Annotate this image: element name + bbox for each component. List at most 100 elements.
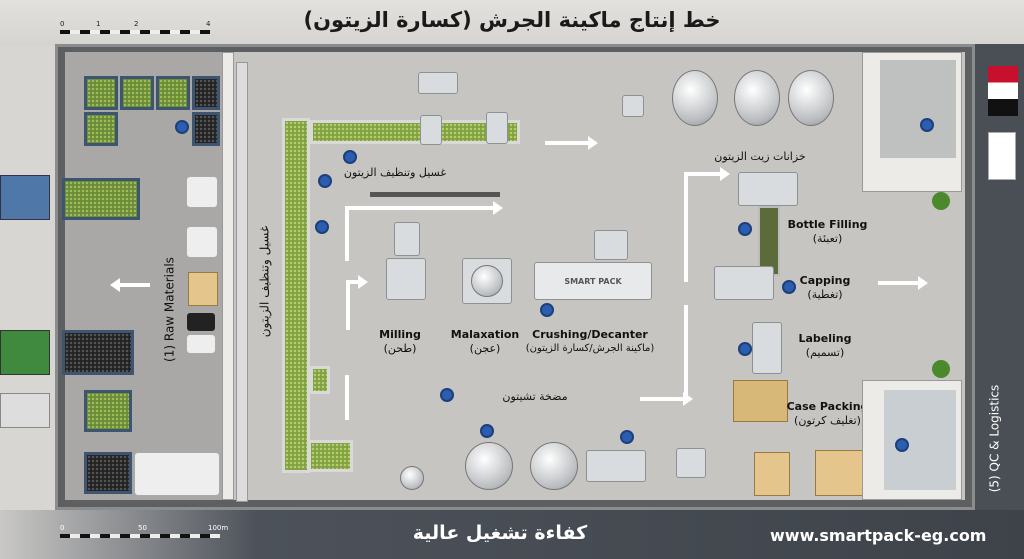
- flow-arrow: [346, 280, 350, 330]
- zone-label-milling-ar: (طحن): [383, 342, 417, 355]
- worker: [343, 150, 357, 164]
- olive-hopper: [310, 366, 330, 394]
- plant-icon: [932, 192, 950, 210]
- olive-bin: [192, 76, 220, 110]
- zone-label-case-packing: Case Packing: [786, 400, 869, 413]
- zone-label-crushing: Crushing/Decanter: [532, 328, 648, 341]
- scale-tick: 100m: [208, 524, 229, 532]
- flow-arrow: [345, 206, 349, 261]
- olive-bin: [84, 76, 118, 110]
- worker: [315, 220, 329, 234]
- road: [975, 44, 1024, 510]
- flow-arrow: [110, 278, 150, 292]
- website-link[interactable]: www.smartpack-eg.com: [770, 526, 987, 545]
- company-banner: [988, 132, 1016, 180]
- labeling-machine: [752, 322, 782, 374]
- drain-channel: [370, 192, 500, 197]
- milling-hopper: [394, 222, 420, 256]
- olive-bin: [62, 178, 140, 220]
- carton-pallet: [754, 452, 790, 496]
- scale-tick: 0: [60, 524, 65, 532]
- header-bar: [0, 0, 1024, 46]
- olive-sack: [186, 226, 218, 258]
- office-floor: [880, 60, 956, 158]
- top-scale-bar: 0 1 2 4: [60, 20, 211, 34]
- washer-unit: [420, 115, 442, 145]
- sack-pallet: [188, 272, 218, 306]
- zone-label-bottle-filling-ar: (تعبئة): [812, 232, 843, 245]
- flow-arrow: [345, 201, 503, 215]
- oil-tank: [734, 70, 780, 126]
- zone-label-milling: Milling: [379, 328, 421, 341]
- worker: [318, 174, 332, 188]
- partition-wall: [222, 52, 234, 500]
- bottom-scale-bar: 0 50 100m: [60, 524, 228, 538]
- olive-hopper: [308, 440, 353, 472]
- capping-machine: [714, 266, 774, 300]
- pump-unit: [622, 95, 644, 117]
- footer-slogan: كفاءة تشغيل عالية: [412, 522, 588, 544]
- worker: [540, 303, 554, 317]
- zone-label-malaxation-ar: (عجن): [469, 342, 501, 355]
- olive-bin: [84, 390, 132, 432]
- zone-label-case-packing-ar: (تغليف كرتون): [794, 414, 861, 427]
- washer-unit: [486, 112, 508, 144]
- zone-label-washing-top: غسيل وتنظيف الزيتون: [343, 166, 447, 179]
- page-title: خط إنتاج ماكينة الجرش (كسارة الزيتون): [303, 8, 721, 32]
- olive-bin: [120, 76, 154, 110]
- storage-tank: [530, 442, 578, 490]
- decanter-hopper: [594, 230, 628, 260]
- oil-tank: [672, 70, 718, 126]
- olive-sack: [186, 176, 218, 208]
- zone-label-labeling-ar: (تسميم): [805, 346, 845, 359]
- zone-label-capping-ar: (تغطية): [807, 288, 843, 301]
- olive-sack: [186, 334, 216, 354]
- filter-unit: [586, 450, 646, 482]
- zone-label-bottle-filling: Bottle Filling: [787, 218, 868, 231]
- scale-tick: 4: [206, 20, 211, 28]
- scale-tick: 50: [138, 524, 147, 532]
- malaxation-machine: [462, 258, 512, 304]
- decanter-machine: SMART PACK: [534, 262, 652, 300]
- flow-arrow: [684, 305, 688, 400]
- worker: [738, 342, 752, 356]
- oil-tank: [788, 70, 834, 126]
- flow-arrow: [545, 136, 598, 150]
- zone-label-qc: (5) QC & Logistics: [987, 384, 1002, 493]
- filling-machine: [738, 172, 798, 206]
- truck: [0, 393, 50, 428]
- case-packing-station: [733, 380, 788, 422]
- flow-arrow: [346, 275, 368, 289]
- olive-bin: [192, 112, 220, 146]
- milling-machine: [386, 258, 426, 300]
- olive-sack: [186, 312, 216, 332]
- control-cabinet: [418, 72, 458, 94]
- storage-tank: [465, 442, 513, 490]
- worker: [620, 430, 634, 444]
- small-tank: [400, 466, 424, 490]
- egypt-flag-icon: [988, 66, 1018, 116]
- zone-label-washing: غسيل وتنظيف الزيتون: [257, 225, 272, 338]
- worker: [440, 388, 454, 402]
- flow-arrow: [684, 172, 688, 282]
- flow-arrow: [878, 276, 928, 290]
- worker: [782, 280, 796, 294]
- flow-arrow: [345, 375, 349, 420]
- worker: [480, 424, 494, 438]
- carton-pallet: [815, 450, 863, 496]
- zone-label-pump: مضخة تشيتون: [502, 390, 568, 403]
- worker: [175, 120, 189, 134]
- machine-brand: SMART PACK: [564, 277, 622, 286]
- scale-tick: 0: [60, 20, 65, 28]
- worker: [738, 222, 752, 236]
- olive-bin: [84, 112, 118, 146]
- zone-label-malaxation: Malaxation: [450, 328, 520, 341]
- truck: [0, 330, 50, 375]
- zone-label-crushing-ar: (ماكينة الجرش/كسارة الزيتون): [525, 343, 655, 354]
- washing-conveyor: [282, 118, 310, 473]
- olive-bin: [156, 76, 190, 110]
- worker: [920, 118, 934, 132]
- zone-label-capping: Capping: [799, 274, 851, 287]
- olive-bin: [62, 330, 134, 375]
- scale-tick: 1: [96, 20, 101, 28]
